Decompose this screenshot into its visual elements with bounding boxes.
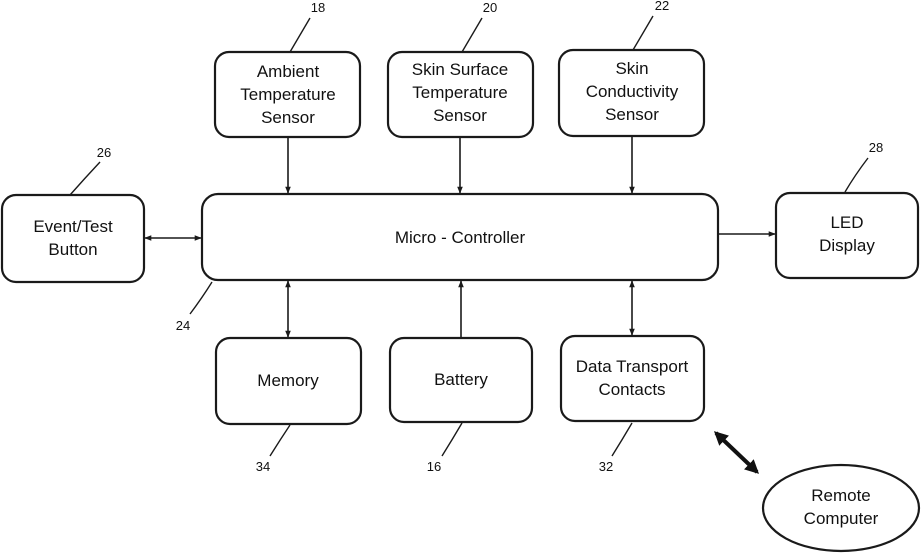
skin-temp-sensor-line-2: Temperature — [412, 83, 507, 102]
leader-32 — [612, 423, 632, 456]
remote-computer-line-1: Remote — [811, 486, 871, 505]
micro-controller-label: Micro - Controller — [395, 228, 526, 247]
contacts-remote-bidirectional-arrow — [716, 433, 757, 472]
ref-number-32: 32 — [599, 459, 613, 474]
ambient-temperature-sensor-block: Ambient Temperature Sensor — [215, 52, 360, 137]
led-display-line-2: Display — [819, 236, 875, 255]
leader-28 — [845, 158, 868, 192]
memory-label: Memory — [257, 371, 319, 390]
remote-computer-block: Remote Computer — [763, 465, 919, 551]
ref-number-16: 16 — [427, 459, 441, 474]
micro-controller-block: Micro - Controller — [202, 194, 718, 280]
battery-label: Battery — [434, 370, 488, 389]
data-contacts-line-1: Data Transport — [576, 357, 689, 376]
remote-computer-line-2: Computer — [804, 509, 879, 528]
ambient-sensor-line-1: Ambient — [257, 62, 320, 81]
led-display-line-1: LED — [830, 213, 863, 232]
ref-number-18: 18 — [311, 0, 325, 15]
ref-number-22: 22 — [655, 0, 669, 13]
memory-block: Memory — [216, 338, 361, 424]
leader-20 — [462, 18, 482, 52]
data-contacts-line-2: Contacts — [598, 380, 665, 399]
skin-cond-sensor-line-1: Skin — [615, 59, 648, 78]
event-test-button-block: Event/Test Button — [2, 195, 144, 282]
data-transport-contacts-block: Data Transport Contacts — [561, 336, 704, 421]
skin-cond-sensor-line-2: Conductivity — [586, 82, 679, 101]
leader-16 — [442, 423, 462, 456]
ref-number-20: 20 — [483, 0, 497, 15]
skin-temp-sensor-line-1: Skin Surface — [412, 60, 508, 79]
event-button-line-1: Event/Test — [33, 217, 113, 236]
leader-26 — [70, 162, 100, 195]
battery-block: Battery — [390, 338, 532, 422]
skin-conductivity-sensor-block: Skin Conductivity Sensor — [559, 50, 704, 136]
ref-number-34: 34 — [256, 459, 270, 474]
led-display-block: LED Display — [776, 193, 918, 278]
skin-surface-temperature-sensor-block: Skin Surface Temperature Sensor — [388, 52, 533, 137]
skin-temp-sensor-line-3: Sensor — [433, 106, 487, 125]
leader-34 — [270, 425, 290, 456]
leader-18 — [290, 18, 310, 52]
ref-number-26: 26 — [97, 145, 111, 160]
ref-number-24: 24 — [176, 318, 190, 333]
ambient-sensor-line-3: Sensor — [261, 108, 315, 127]
leader-24 — [190, 282, 212, 314]
event-button-line-2: Button — [48, 240, 97, 259]
ambient-sensor-line-2: Temperature — [240, 85, 335, 104]
ref-number-28: 28 — [869, 140, 883, 155]
skin-cond-sensor-line-3: Sensor — [605, 105, 659, 124]
leader-22 — [633, 16, 653, 50]
